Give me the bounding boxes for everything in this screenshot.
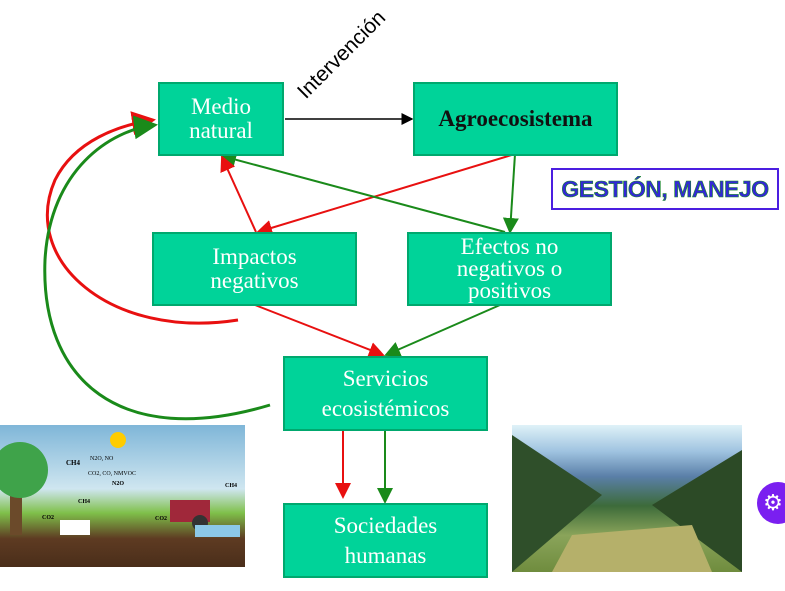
management-label: GESTIÓN, MANEJO (551, 168, 779, 210)
gas-label: CO2 (155, 516, 167, 522)
arrow-agro-efectos (502, 153, 519, 234)
arrow-impactos-medio (220, 155, 257, 233)
node-servicios-ecosistemicos: Servicios ecosistémicos (283, 356, 488, 431)
arrow-efectos-servicios (384, 304, 501, 357)
illustration-drawing: CH4 N2O, NO CO2, CO, NMVOC N2O CO2 CH4 C… (0, 432, 240, 537)
node-label: Agroecosistema (438, 106, 593, 131)
water (195, 525, 240, 537)
node-impactos-negativos: Impactos negativos (152, 232, 357, 306)
arrow-feedback-green (43, 115, 271, 421)
assistant-button[interactable]: ⚙ (757, 482, 785, 524)
node-agroecosistema: Agroecosistema (413, 82, 618, 156)
gas-label: CH4 (78, 499, 90, 505)
arrow-agro-impactos (256, 153, 516, 236)
gear-smile-icon: ⚙ (763, 490, 783, 515)
node-label: Efectos no negativos o positivos (456, 234, 563, 303)
node-label: Servicios ecosistémicos (321, 365, 450, 421)
gas-label: CH4 (225, 483, 237, 489)
node-efectos-positivos: Efectos no negativos o positivos (407, 232, 612, 306)
sun-icon (110, 432, 126, 448)
agroecosystem-illustration: CH4 N2O, NO CO2, CO, NMVOC N2O CO2 CH4 C… (0, 425, 245, 567)
arrow-feedback-red (45, 111, 239, 325)
node-label: Sociedades humanas (333, 512, 438, 568)
node-medio-natural: Medio natural (158, 82, 284, 156)
valley-landscape-photo (512, 425, 742, 572)
tree-crown (0, 442, 48, 498)
node-sociedades-humanas: Sociedades humanas (283, 503, 488, 578)
gas-label: CO2 (42, 515, 54, 521)
gas-label: CO2, CO, NMVOC (88, 471, 136, 477)
gas-label: N2O, NO (90, 456, 114, 462)
node-label: Impactos negativos (210, 244, 299, 293)
node-label: Medio natural (189, 94, 253, 143)
arrow-impactos-servicios (254, 304, 385, 358)
gas-label: N2O (112, 481, 124, 487)
arrow-efectos-medio (220, 151, 506, 233)
landscape-drawing (512, 435, 742, 572)
cow (60, 520, 90, 535)
gas-label: CH4 (66, 459, 81, 467)
